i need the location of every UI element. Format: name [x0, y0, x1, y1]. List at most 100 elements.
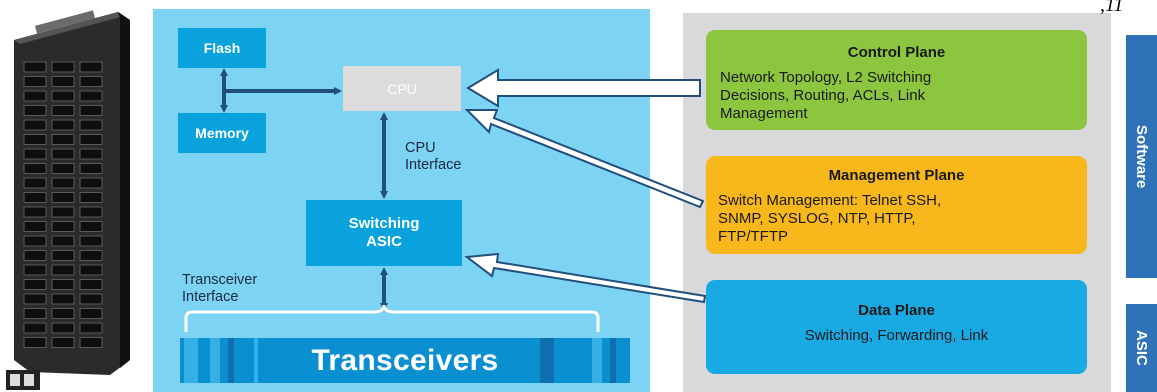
switch-port	[51, 61, 75, 73]
switch-port	[51, 90, 75, 102]
switch-port	[51, 76, 75, 87]
switch-port	[79, 177, 103, 189]
asic-label-line-2: ASIC	[366, 233, 402, 250]
memory-label: Memory	[195, 124, 249, 141]
switch-port	[51, 235, 75, 247]
data-plane-title: Data Plane	[858, 302, 935, 319]
switch-port	[23, 206, 47, 218]
switch-port	[51, 308, 75, 319]
switch-port	[51, 322, 75, 334]
switch-port	[51, 163, 75, 174]
management-plane-title: Management Plane	[828, 167, 965, 184]
switch-port	[23, 337, 47, 348]
switch-port	[51, 134, 75, 145]
management-plane-description: Switch Management: Telnet SSH, SNMP, SYS…	[718, 192, 1083, 246]
transceiver-stripes	[180, 338, 630, 383]
switch-port	[79, 264, 103, 276]
management-plane-desc-line: SNMP, SYSLOG, NTP, HTTP,	[718, 210, 916, 227]
switch-port	[23, 293, 47, 305]
management-plane-box: Management Plane Switch Management: Teln…	[706, 156, 1087, 254]
switch-port	[23, 61, 47, 73]
switch-port	[79, 293, 103, 305]
switch-port	[23, 250, 47, 261]
switch-port	[51, 337, 75, 348]
management-plane-desc-line: Switch Management: Telnet SSH,	[718, 192, 942, 209]
cpu-label: CPU	[387, 80, 417, 97]
switch-port	[51, 105, 75, 116]
switch-port	[51, 206, 75, 218]
switch-port	[51, 250, 75, 261]
transceiver-interface-line-2: Interface	[182, 289, 239, 305]
switch-port	[23, 105, 47, 116]
switch-port	[51, 293, 75, 305]
switch-port	[79, 221, 103, 232]
switch-port	[79, 134, 103, 145]
software-tab-label: Software	[1133, 124, 1150, 189]
memory-box: Memory	[178, 113, 266, 153]
switch-port	[79, 76, 103, 87]
switch-port	[23, 279, 47, 290]
asic-tab-label: ASIC	[1133, 330, 1150, 366]
switch-port	[23, 192, 47, 203]
transceivers-label: Transceivers	[311, 343, 499, 377]
switch-port	[79, 105, 103, 116]
switch-port	[51, 221, 75, 232]
flash-box: Flash	[178, 28, 266, 68]
switch-port	[23, 148, 47, 160]
switch-port	[79, 148, 103, 160]
switch-port	[51, 192, 75, 203]
cpu-interface-label: CPU Interface	[405, 140, 515, 174]
switch-port	[79, 119, 103, 131]
switch-port	[79, 192, 103, 203]
switch-port	[79, 235, 103, 247]
control-plane-title: Control Plane	[847, 44, 946, 61]
switching-asic-box: Switching ASIC	[306, 200, 462, 266]
switch-port	[23, 235, 47, 247]
switch-port	[79, 250, 103, 261]
switch-port	[79, 90, 103, 102]
transceiver-interface-label: Transceiver Interface	[182, 272, 302, 306]
switch-port	[51, 279, 75, 290]
switch-port	[79, 337, 103, 348]
switch-port	[51, 148, 75, 160]
switch-port	[51, 119, 75, 131]
control-plane-description: Network Topology, L2 Switching Decisions…	[720, 69, 1080, 123]
switch-port	[51, 177, 75, 189]
corner-text: ,11	[1100, 0, 1124, 16]
switch-port	[79, 322, 103, 334]
cpu-interface-line-2: Interface	[405, 157, 462, 173]
switch-ports	[23, 61, 103, 348]
switch-port	[79, 61, 103, 73]
flash-label: Flash	[203, 39, 241, 56]
data-plane-description: Switching, Forwarding, Link	[804, 327, 989, 344]
asic-label-line-1: Switching	[348, 215, 420, 232]
data-plane-box: Data Plane Switching, Forwarding, Link	[706, 280, 1087, 374]
switch-port	[23, 119, 47, 131]
software-tab: Software	[1126, 35, 1157, 278]
switch-port	[51, 264, 75, 276]
switch-port	[79, 206, 103, 218]
switch-port	[23, 134, 47, 145]
management-plane-desc-line: FTP/TFTP	[718, 228, 788, 245]
switch-port	[23, 322, 47, 334]
switch-port	[23, 308, 47, 319]
control-plane-desc-line: Decisions, Routing, ACLs, Link	[720, 87, 926, 104]
network-switch-image	[6, 10, 130, 390]
transceivers-bar	[180, 338, 630, 383]
switch-port	[79, 279, 103, 290]
control-plane-desc-line: Network Topology, L2 Switching	[720, 69, 932, 86]
switch-port	[23, 76, 47, 87]
switch-port	[23, 90, 47, 102]
switch-port	[23, 264, 47, 276]
control-plane-desc-line: Management	[720, 105, 808, 122]
cpu-interface-line-1: CPU	[405, 140, 436, 156]
control-plane-box: Control Plane Network Topology, L2 Switc…	[706, 30, 1087, 130]
switch-port	[23, 177, 47, 189]
switch-port	[79, 308, 103, 319]
transceiver-interface-line-1: Transceiver	[182, 272, 258, 288]
cpu-box: CPU	[343, 66, 461, 111]
asic-tab: ASIC	[1126, 304, 1157, 392]
switch-port	[23, 221, 47, 232]
switch-port	[79, 163, 103, 174]
switch-port	[23, 163, 47, 174]
